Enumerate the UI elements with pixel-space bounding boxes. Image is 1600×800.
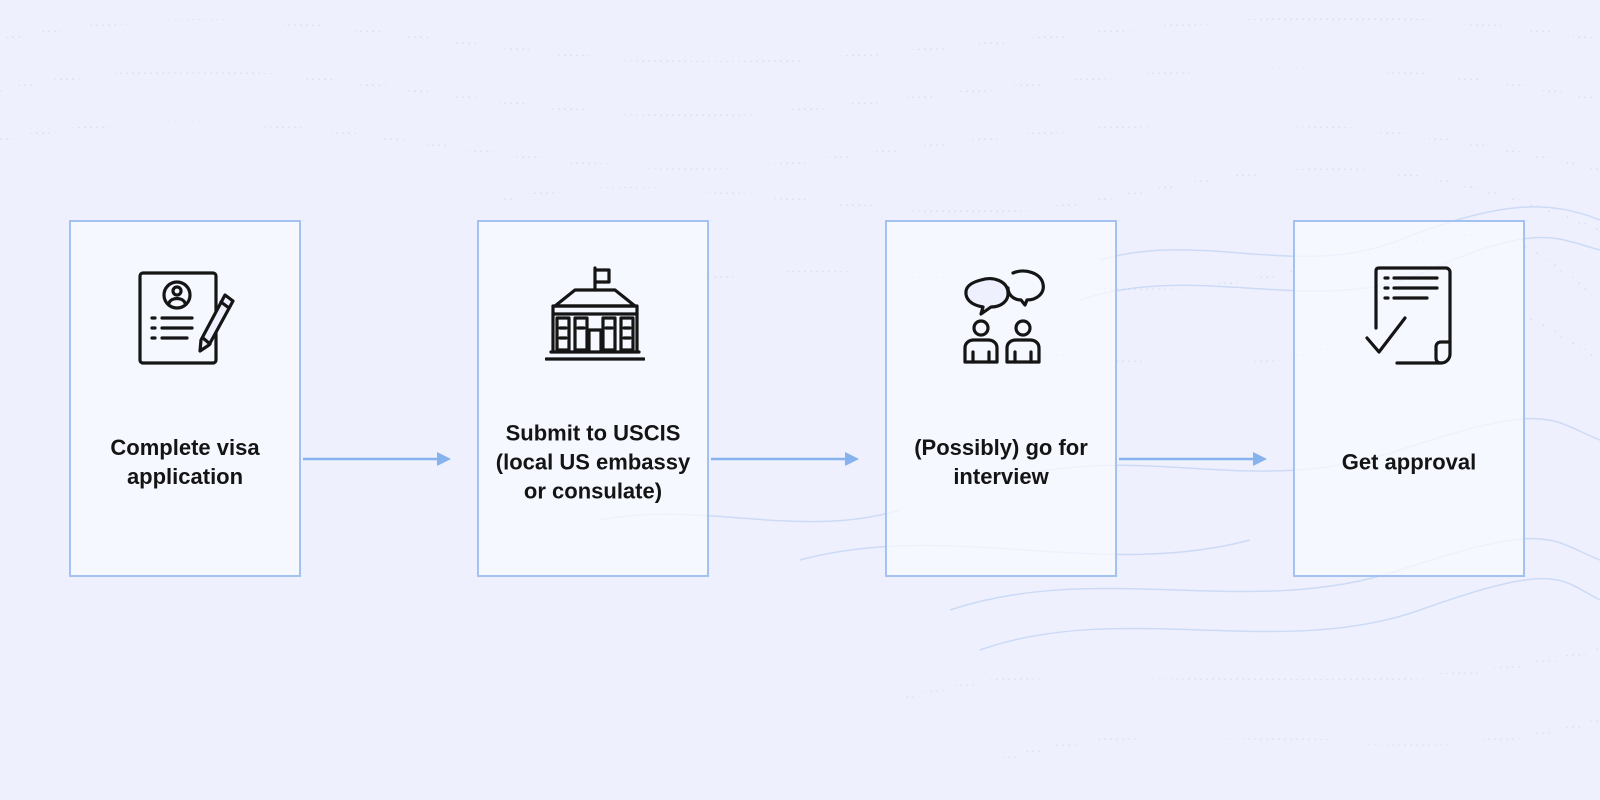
government-building-flag-icon — [545, 266, 645, 366]
two-people-conversation-icon — [953, 266, 1053, 366]
step-label: Submit to USCIS (local US embassy or con… — [495, 420, 691, 504]
flow-arrow — [1119, 452, 1267, 466]
step-label: (Possibly) go for interview — [914, 435, 1088, 489]
step-card-get-approval: Get approval — [1293, 220, 1525, 577]
step-label: Get approval — [1341, 449, 1477, 475]
application-form-pencil-icon — [137, 266, 237, 366]
approved-document-checkmark-icon — [1361, 266, 1461, 366]
step-card-interview: (Possibly) go for interview — [885, 220, 1117, 577]
flow-arrow — [303, 452, 451, 466]
step-card-complete-application: Complete visa application — [69, 220, 301, 577]
flow-arrow — [711, 452, 859, 466]
step-card-submit-uscis: Submit to USCIS (local US embassy or con… — [477, 220, 709, 577]
step-label: Complete visa application — [110, 435, 260, 489]
